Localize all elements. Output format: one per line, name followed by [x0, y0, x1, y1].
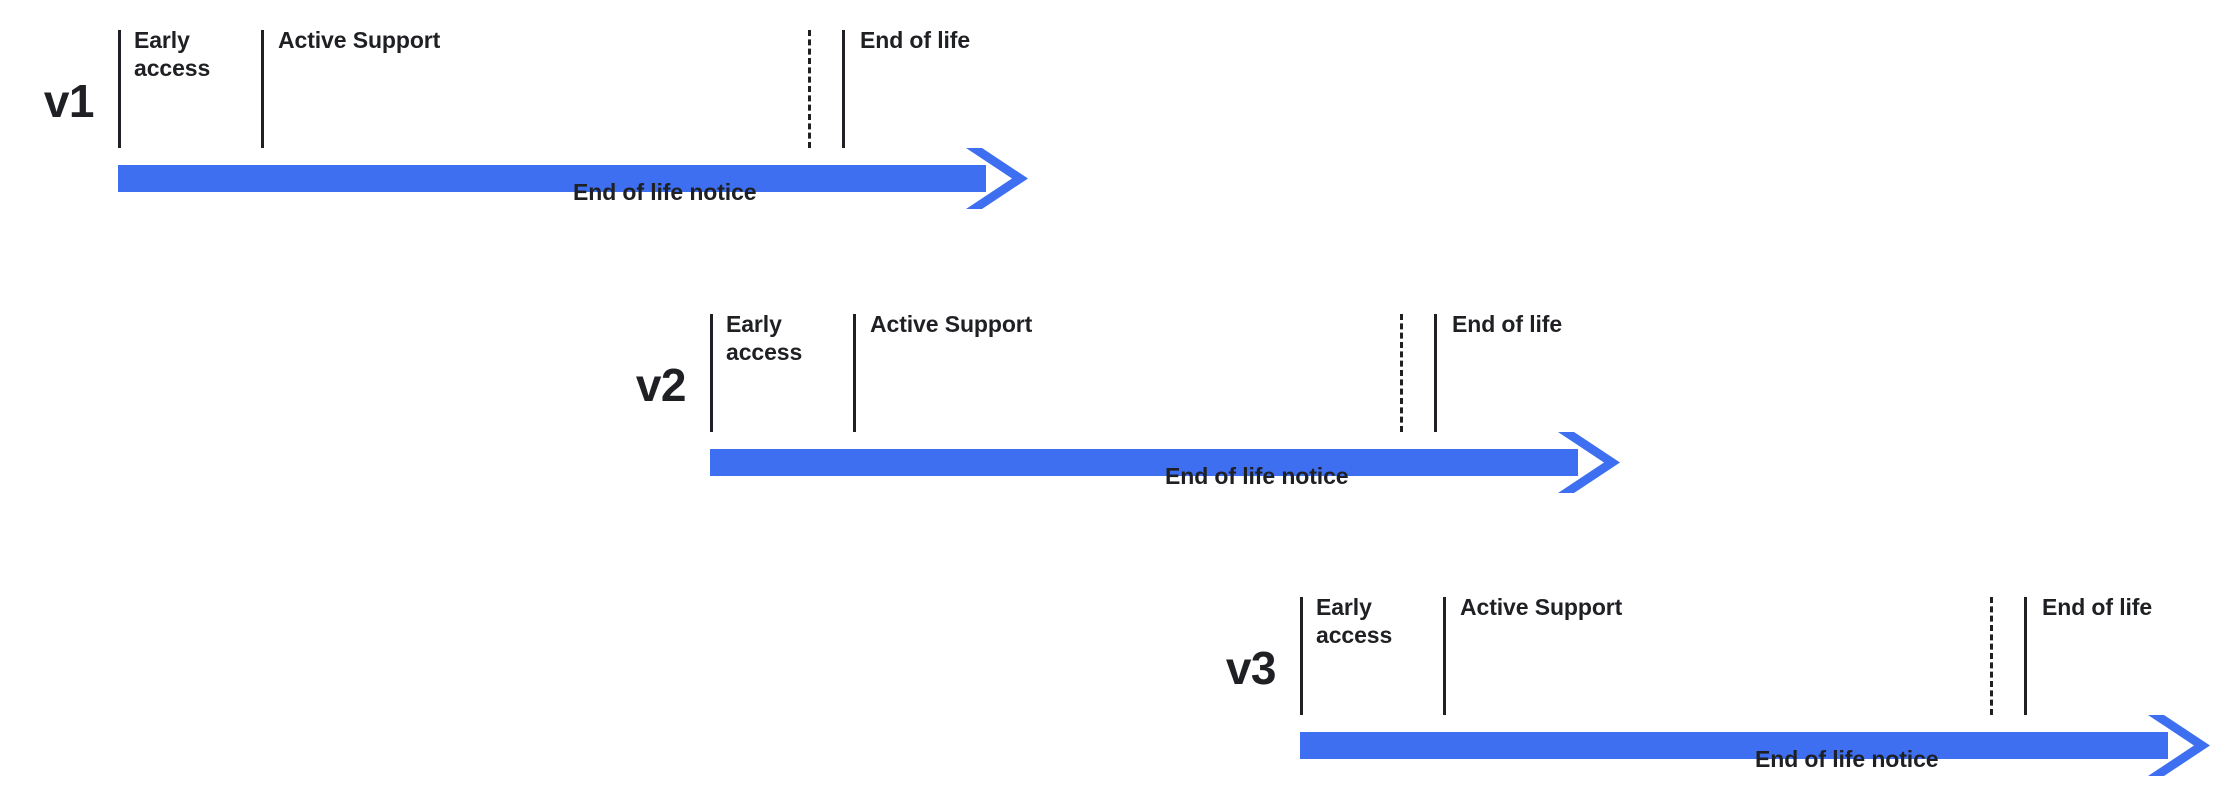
phase-label-end-of-life: End of life [1452, 311, 1563, 337]
early-access-start-tick [710, 314, 713, 432]
active-support-start-tick [853, 314, 856, 432]
end-of-life-start-tick [2024, 597, 2027, 715]
phase-label-end-of-life: End of life [860, 27, 971, 53]
phase-label-active-support: Active Support [870, 311, 1033, 337]
end-of-life-notice-label: End of life notice [1165, 463, 1349, 489]
active-support-start-tick [1443, 597, 1446, 715]
end-of-life-notice-tick [1400, 314, 1403, 432]
version-label-v2: v2 [635, 359, 687, 411]
timeline-arrow-bar [1300, 715, 2210, 776]
version-label-v1: v1 [43, 75, 95, 127]
phase-label-active-support: Active Support [1460, 594, 1623, 620]
phase-label-early-access: Early access [1316, 594, 1393, 649]
early-access-start-tick [118, 30, 121, 148]
end-of-life-start-tick [842, 30, 845, 148]
phase-label-active-support: Active Support [278, 27, 441, 53]
arrow-head-icon [1300, 715, 2210, 776]
end-of-life-notice-tick [1990, 597, 1993, 715]
early-access-start-tick [1300, 597, 1303, 715]
end-of-life-start-tick [1434, 314, 1437, 432]
end-of-life-notice-label: End of life notice [573, 179, 757, 205]
arrow-head-icon [710, 432, 1620, 493]
version-label-v3: v3 [1225, 642, 1277, 694]
end-of-life-notice-tick [808, 30, 811, 148]
phase-track: Early access Active Support End of life [710, 280, 1620, 432]
end-of-life-notice-label: End of life notice [1755, 746, 1939, 772]
phase-track: Early access Active Support End of life [1300, 563, 2210, 715]
timeline-arrow-bar [710, 432, 1620, 493]
phase-label-early-access: Early access [726, 311, 803, 366]
phase-track: Early access Active Support End of life [118, 0, 1028, 148]
phase-label-early-access: Early access [134, 27, 211, 82]
active-support-start-tick [261, 30, 264, 148]
timeline-arrow-bar [118, 148, 1028, 209]
arrow-head-icon [118, 148, 1028, 209]
phase-label-end-of-life: End of life [2042, 594, 2153, 620]
